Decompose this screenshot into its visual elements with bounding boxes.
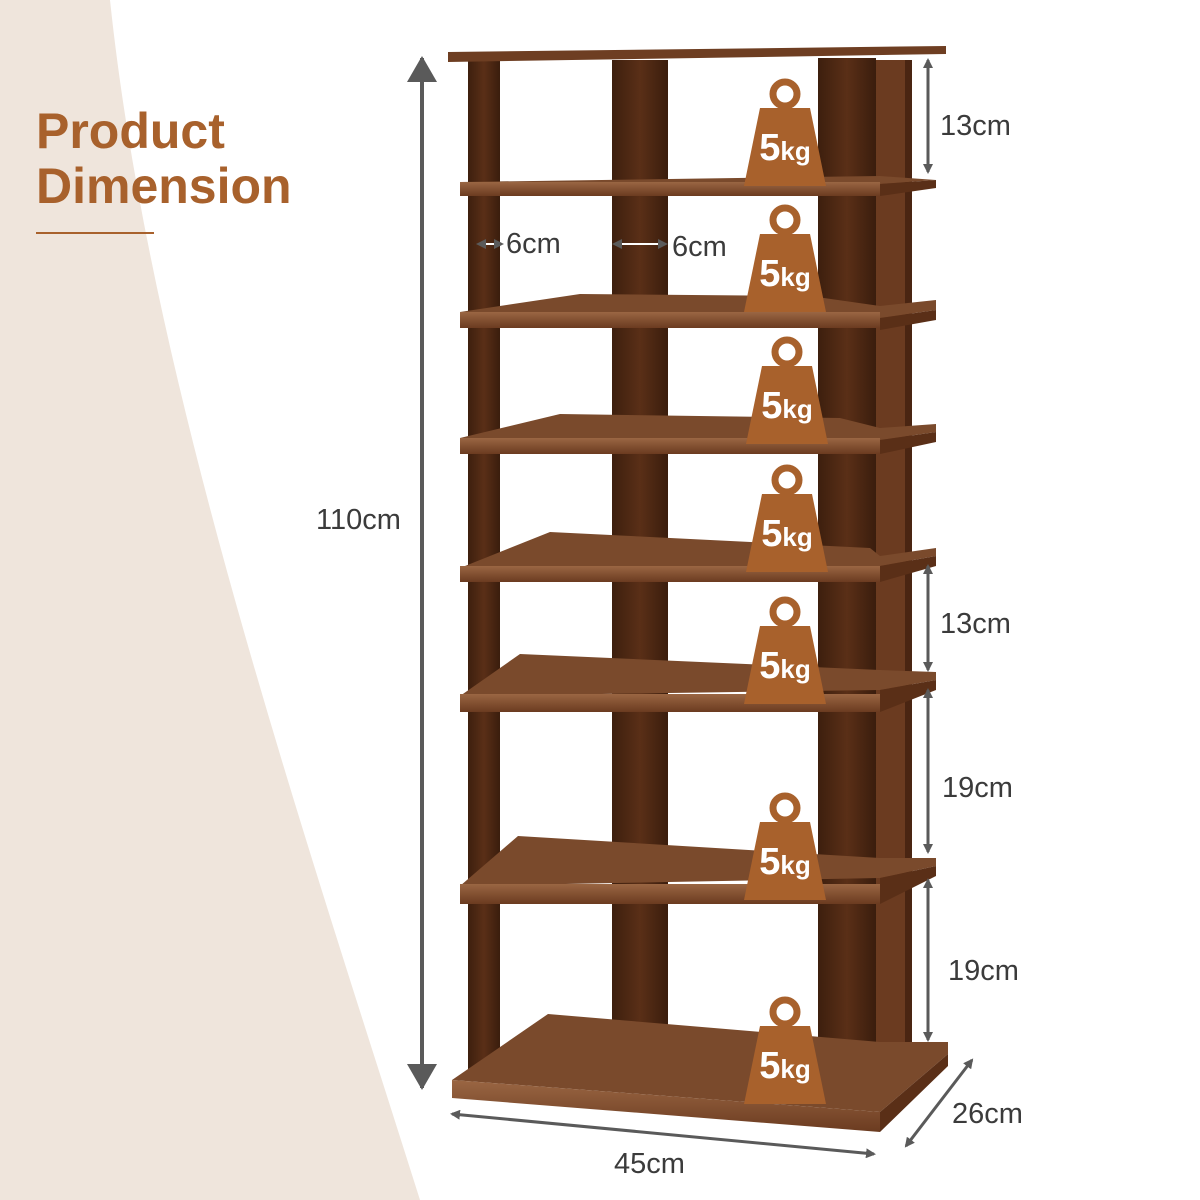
weight-value: 5 [759,645,781,687]
weight-icon [744,996,826,1104]
weight-text: 5kg [744,841,826,888]
bottom-spacing-label: 19cm [948,955,1019,987]
weight-text: 5kg [746,385,828,432]
weight-badge: 5kg [746,462,828,574]
dimension-lines [407,56,974,1159]
weight-unit: kg [780,262,811,292]
weight-badge: 5kg [744,790,826,902]
weight-text: 5kg [744,645,826,692]
weight-icon [744,204,826,312]
width-label: 45cm [614,1148,685,1180]
top-spacing-label: 13cm [940,110,1011,142]
weight-unit: kg [780,1054,811,1084]
depth-label: 26cm [952,1098,1023,1130]
width-arrow [450,1109,876,1159]
weight-text: 5kg [746,513,828,560]
weight-icon [746,336,828,444]
weight-value: 5 [759,253,781,295]
weight-value: 5 [759,1045,781,1087]
title-underline [36,232,154,234]
weight-badge: 5kg [744,594,826,706]
title-line-1: Product [36,103,225,159]
weight-badge: 5kg [744,994,826,1106]
weight-value: 5 [761,513,783,555]
title-line-2: Dimension [36,158,292,214]
weight-icon [744,78,826,186]
depth-arrow [904,1058,974,1148]
weight-unit: kg [782,522,813,552]
weight-text: 5kg [744,1045,826,1092]
weight-unit: kg [782,394,813,424]
gap-middle-label: 6cm [672,231,727,263]
weight-badge: 5kg [744,202,826,314]
weight-unit: kg [780,654,811,684]
title-block: Product Dimension [36,104,292,234]
weight-icon [744,596,826,704]
weight-value: 5 [759,127,781,169]
gap-left-label: 6cm [506,228,561,260]
middle-spacing-label: 13cm [940,608,1011,640]
background-curve [0,0,420,1200]
weight-badge: 5kg [744,76,826,188]
weight-badge: 5kg [746,334,828,446]
weight-icon [746,464,828,572]
height-label: 110cm [316,504,401,536]
weight-text: 5kg [744,253,826,300]
weight-value: 5 [761,385,783,427]
weight-unit: kg [780,850,811,880]
top-board [448,46,946,62]
weight-value: 5 [759,841,781,883]
weight-icon [744,792,826,900]
lower-spacing-label: 19cm [942,772,1013,804]
weight-text: 5kg [744,127,826,174]
weight-unit: kg [780,136,811,166]
